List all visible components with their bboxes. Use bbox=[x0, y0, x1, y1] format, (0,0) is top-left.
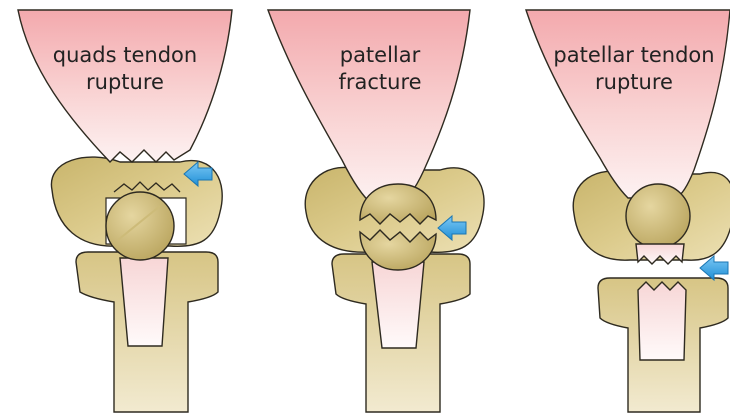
label-quads-tendon-rupture: quads tendon rupture bbox=[20, 42, 230, 96]
label-line: patellar tendon bbox=[540, 42, 728, 69]
label-line: patellar bbox=[290, 42, 470, 69]
quadriceps-muscle bbox=[526, 10, 730, 198]
label-patellar-fracture: patellar fracture bbox=[290, 42, 470, 96]
label-line: rupture bbox=[540, 69, 728, 96]
patellar-tendon bbox=[372, 262, 424, 348]
label-line: quads tendon bbox=[20, 42, 230, 69]
label-line: fracture bbox=[290, 69, 470, 96]
arrow-left-icon bbox=[700, 256, 728, 280]
tendon-stump-distal bbox=[638, 282, 686, 360]
patella bbox=[626, 184, 690, 248]
label-line: rupture bbox=[20, 69, 230, 96]
patellar-tendon bbox=[120, 258, 168, 346]
patella bbox=[106, 192, 174, 260]
tendon-stump-proximal bbox=[636, 244, 684, 264]
label-patellar-tendon-rupture: patellar tendon rupture bbox=[540, 42, 728, 96]
